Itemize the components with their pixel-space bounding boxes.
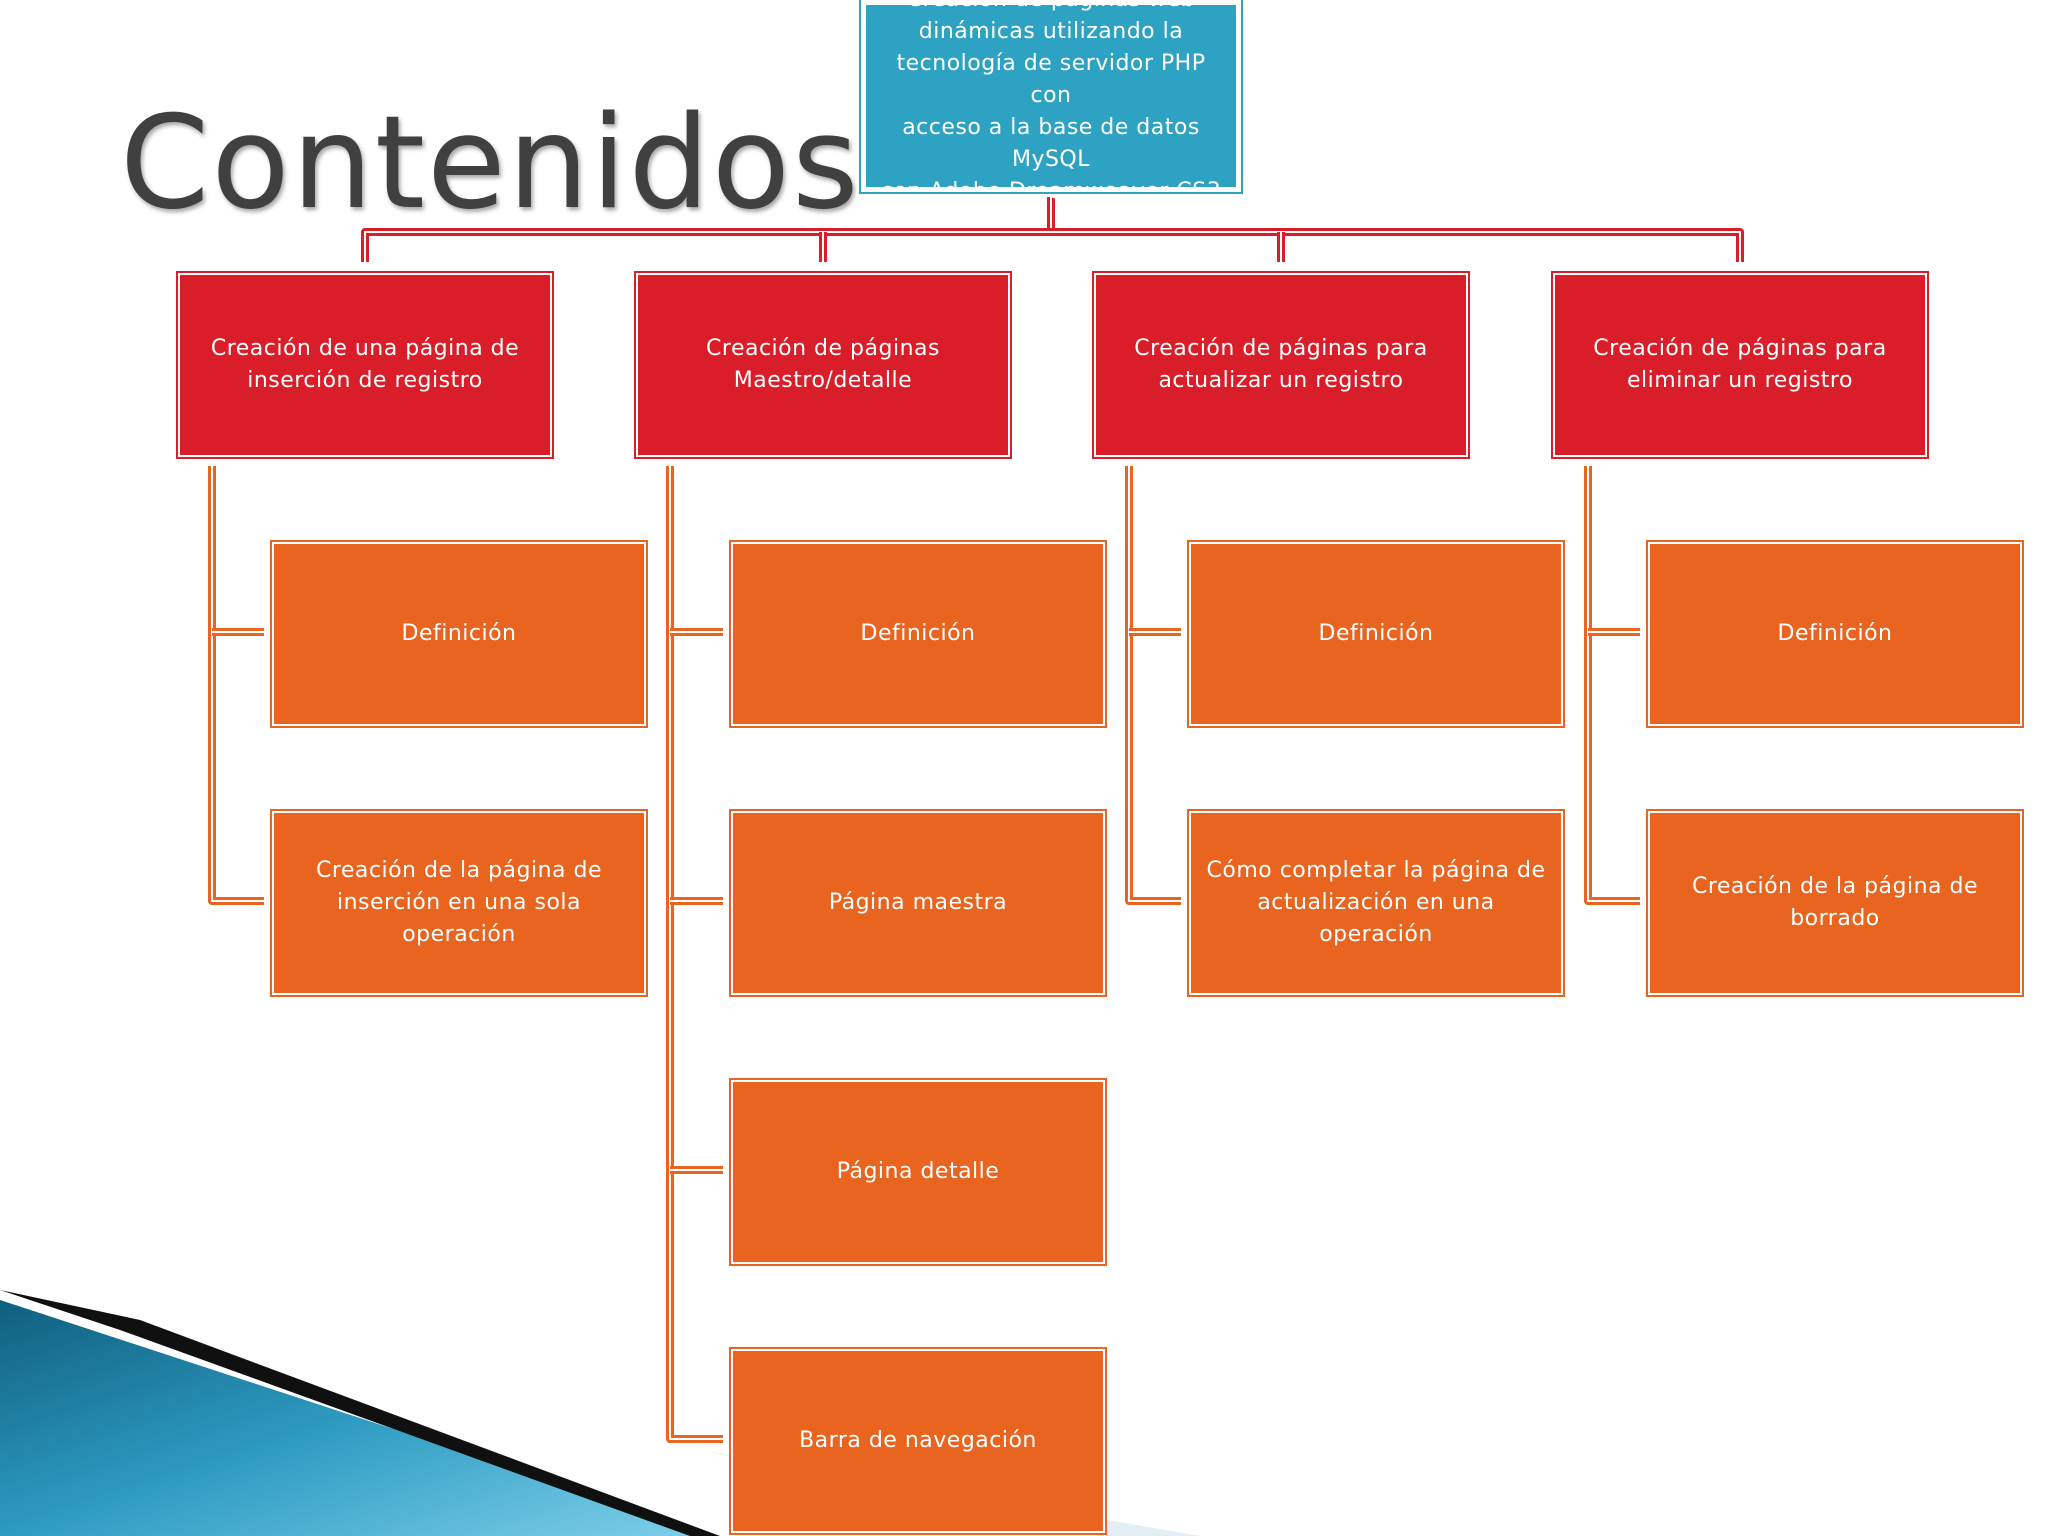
branch-label: Creación de páginas Maestro/detalle <box>706 336 940 393</box>
slide-title: Contenidos <box>120 89 861 238</box>
leaf-node: Cómo completar la página de actualizació… <box>1187 809 1565 997</box>
leaf-label: Cómo completar la página de actualizació… <box>1206 858 1546 947</box>
root-node: Creación de páginas web dinámicas utiliz… <box>859 0 1243 204</box>
leaf-label: Definición <box>401 621 517 646</box>
leaf-label: Creación de la página de inserción en un… <box>315 858 603 947</box>
leaf-node: Definición <box>270 540 648 728</box>
branch-label: Creación de una página de inserción de r… <box>210 336 520 393</box>
leaf-node: Definición <box>1187 540 1565 728</box>
leaf-node: Barra de navegación <box>729 1347 1107 1535</box>
leaf-label: Barra de navegación <box>799 1428 1037 1453</box>
leaf-node: Página maestra <box>729 809 1107 997</box>
leaf-node: Creación de la página de borrado <box>1646 809 2024 997</box>
leaf-node: Creación de la página de inserción en un… <box>270 809 648 997</box>
branch-node-insert: Creación de una página de inserción de r… <box>176 271 554 459</box>
leaf-node: Página detalle <box>729 1078 1107 1266</box>
leaf-label: Definición <box>860 621 976 646</box>
branch-label: Creación de páginas para eliminar un reg… <box>1593 336 1887 393</box>
root-node-label: Creación de páginas web dinámicas utiliz… <box>880 0 1222 204</box>
leaf-label: Definición <box>1318 621 1434 646</box>
leaf-label: Definición <box>1777 621 1893 646</box>
leaf-node: Definición <box>729 540 1107 728</box>
leaf-node: Definición <box>1646 540 2024 728</box>
branch-node-master-detail: Creación de páginas Maestro/detalle <box>634 271 1012 459</box>
branch-node-delete: Creación de páginas para eliminar un reg… <box>1551 271 1929 459</box>
leaf-label: Página detalle <box>836 1159 1000 1184</box>
branch-node-update: Creación de páginas para actualizar un r… <box>1092 271 1470 459</box>
leaf-label: Página maestra <box>828 890 1008 915</box>
branch-label: Creación de páginas para actualizar un r… <box>1134 336 1428 393</box>
leaf-label: Creación de la página de borrado <box>1691 874 1979 931</box>
